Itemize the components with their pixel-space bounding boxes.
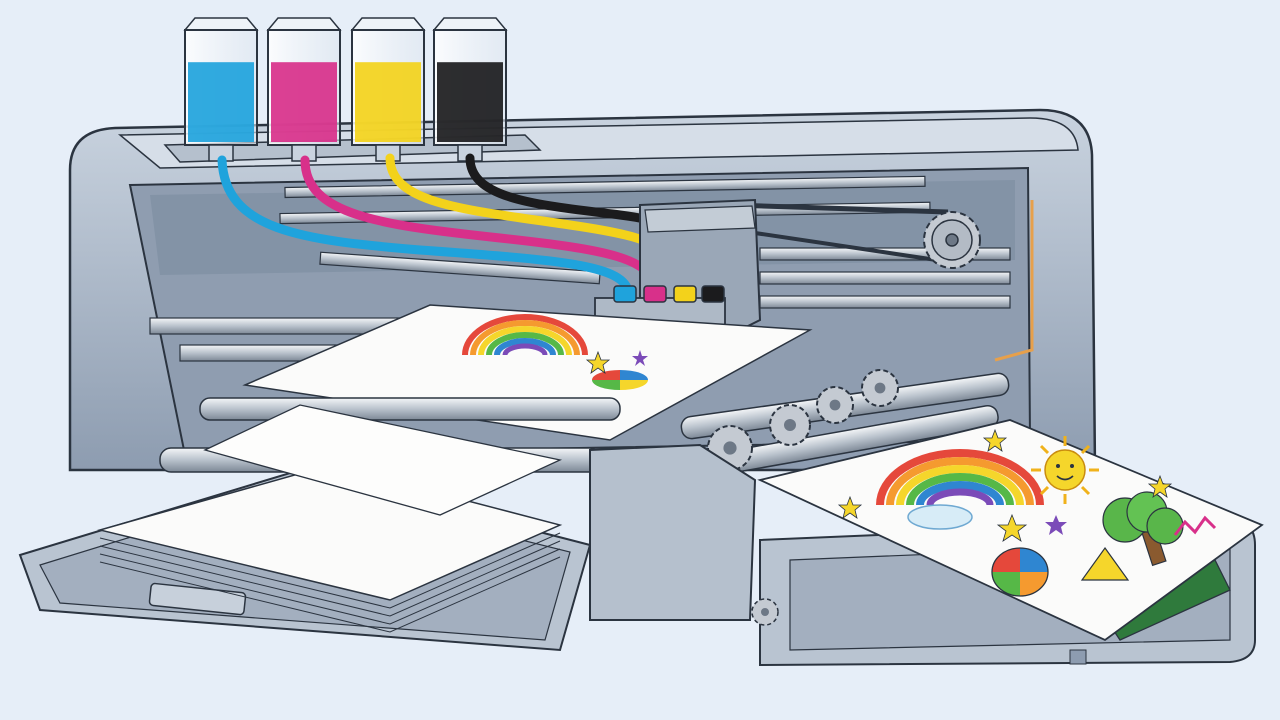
nozzle-cap-cyan	[613, 285, 637, 303]
nozzle-cap-black	[701, 285, 725, 303]
sun-icon	[1031, 436, 1099, 504]
triangle-icon	[1080, 546, 1130, 581]
ink-level-cyan	[188, 62, 254, 143]
rainbow-icon	[876, 449, 1044, 530]
tree-icon	[1102, 491, 1184, 567]
drive-belt	[729, 202, 951, 264]
ink-tank-group	[183, 17, 508, 162]
ink-level-yellow	[355, 62, 421, 143]
zigzag-icon	[1173, 515, 1217, 536]
pie-icon	[592, 370, 648, 390]
print-head-nozzles	[613, 285, 725, 303]
gear-icon	[816, 386, 854, 424]
ink-level-magenta	[271, 62, 337, 143]
paper-sheet-output	[757, 419, 1264, 642]
star-icon	[585, 350, 648, 374]
ink-tank-black	[432, 17, 508, 162]
gear-icon	[751, 598, 779, 626]
star-icon	[837, 428, 1173, 542]
gear-icon	[769, 404, 811, 446]
ink-tank-cyan	[183, 17, 259, 162]
nozzle-cap-yellow	[673, 285, 697, 303]
gear-icon	[923, 211, 981, 269]
ink-tank-magenta	[266, 17, 342, 162]
ink-level-black	[437, 62, 503, 143]
paper-stack	[97, 404, 563, 633]
nozzle-cap-magenta	[643, 285, 667, 303]
rainbow-icon	[462, 314, 588, 356]
pie-icon	[991, 547, 1049, 597]
gear-icon	[861, 369, 899, 407]
ink-tank-yellow	[350, 17, 426, 162]
